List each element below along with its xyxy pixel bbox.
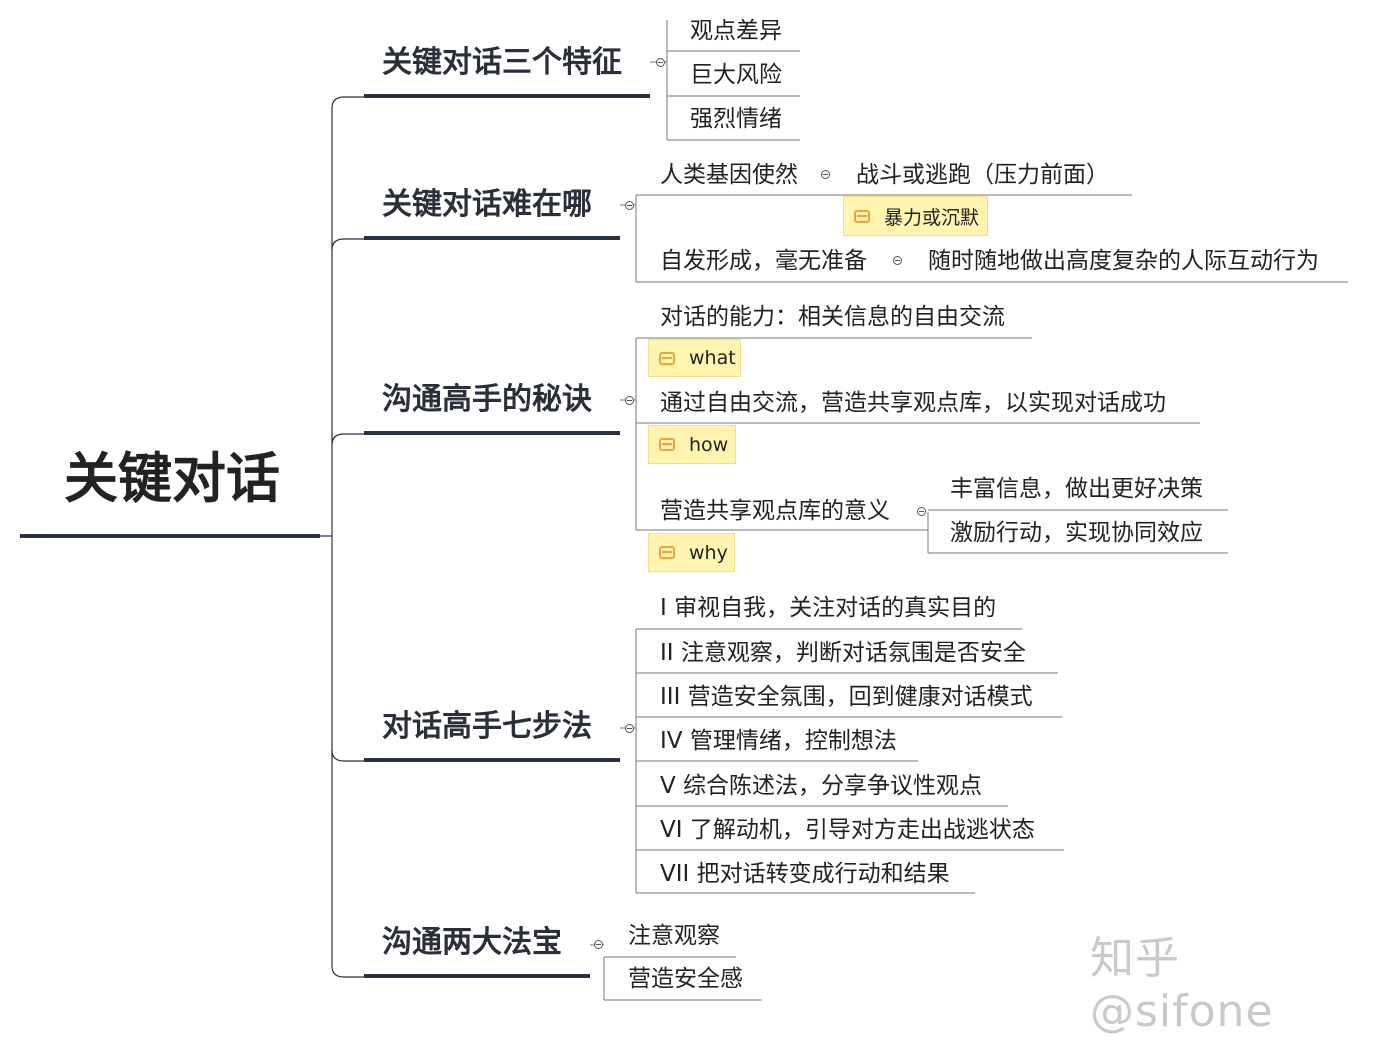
branch-1-topic[interactable]: 关键对话三个特征	[382, 45, 622, 80]
note-icon	[659, 546, 675, 559]
root-topic[interactable]: 关键对话	[64, 447, 280, 510]
note-callout[interactable]: what	[648, 339, 741, 377]
branch-3-child-3[interactable]: 营造共享观点库的意义	[660, 498, 890, 524]
note-icon	[854, 209, 870, 223]
collapse-toggle-icon[interactable]	[821, 170, 830, 179]
branch-3-topic[interactable]: 沟通高手的秘诀	[382, 382, 592, 417]
note-icon	[659, 351, 675, 365]
note-callout[interactable]: why	[648, 533, 735, 572]
collapse-toggle-icon[interactable]	[625, 724, 634, 733]
step-item[interactable]: VI 了解动机，引导对方走出战逃状态	[660, 817, 1035, 843]
step-item[interactable]: I 审视自我，关注对话的真实目的	[660, 595, 997, 621]
note-text: why	[689, 541, 728, 564]
branch-3-child-3-detail-2[interactable]: 激励行动，实现协同效应	[950, 520, 1203, 546]
step-item[interactable]: V 综合陈述法，分享争议性观点	[660, 773, 983, 799]
watermark-text: 知乎 @sifone	[1090, 933, 1274, 1037]
branch-2-child-1-detail[interactable]: 战斗或逃跑（压力前面）	[856, 162, 1109, 188]
collapse-toggle-icon[interactable]	[656, 58, 665, 67]
step-item[interactable]: VII 把对话转变成行动和结果	[660, 861, 950, 887]
step-item[interactable]: IV 管理情绪，控制想法	[660, 728, 897, 754]
collapse-toggle-icon[interactable]	[917, 507, 926, 516]
branch-4-topic[interactable]: 对话高手七步法	[382, 709, 592, 744]
note-icon	[659, 438, 675, 451]
step-item[interactable]: II 注意观察，判断对话氛围是否安全	[660, 640, 1026, 666]
branch-5-topic[interactable]: 沟通两大法宝	[382, 925, 562, 960]
mind-map: 关键对话 关键对话三个特征 观点差异 巨大风险 强烈情绪 关键对话难在哪 人类基…	[20, 18, 1348, 1037]
collapse-toggle-icon[interactable]	[594, 940, 603, 949]
branch-5-child-2[interactable]: 营造安全感	[628, 966, 743, 992]
collapse-toggle-icon[interactable]	[625, 396, 634, 405]
branch-2-topic[interactable]: 关键对话难在哪	[382, 187, 592, 222]
note-text: 暴力或沉默	[884, 206, 980, 229]
branch-1-child-2[interactable]: 巨大风险	[690, 62, 782, 88]
connector-lines	[20, 20, 1348, 1001]
note-text: what	[689, 347, 736, 369]
branch-5-child-1[interactable]: 注意观察	[628, 923, 720, 949]
branch-2-child-2-detail[interactable]: 随时随地做出高度复杂的人际互动行为	[928, 248, 1319, 274]
note-callout[interactable]: how	[648, 425, 736, 464]
branch-1-child-1[interactable]: 观点差异	[690, 18, 782, 44]
branch-3-child-3-detail-1[interactable]: 丰富信息，做出更好决策	[950, 476, 1203, 502]
branch-1-child-3[interactable]: 强烈情绪	[690, 106, 782, 132]
note-text: how	[689, 433, 729, 456]
branch-3-child-1[interactable]: 对话的能力：相关信息的自由交流	[660, 304, 1005, 330]
branch-2-child-2[interactable]: 自发形成，毫无准备	[660, 248, 867, 274]
branch-3-child-2[interactable]: 通过自由交流，营造共享观点库，以实现对话成功	[660, 390, 1166, 416]
branch-2-child-1[interactable]: 人类基因使然	[660, 162, 798, 188]
step-item[interactable]: III 营造安全氛围，回到健康对话模式	[660, 684, 1033, 710]
collapse-toggle-icon[interactable]	[893, 256, 902, 265]
note-callout[interactable]: 暴力或沉默	[843, 196, 988, 236]
collapse-toggle-icon[interactable]	[625, 201, 634, 210]
